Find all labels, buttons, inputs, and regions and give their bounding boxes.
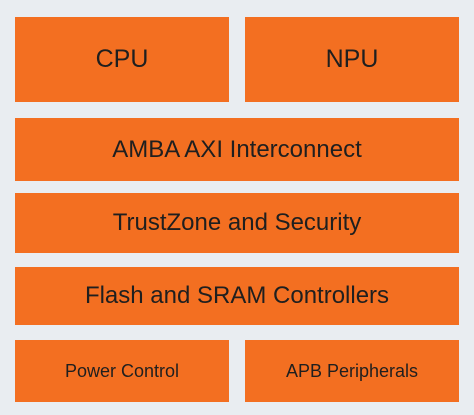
cpu-label: CPU — [95, 45, 149, 73]
security-block: TrustZone and Security — [15, 193, 459, 253]
peripherals-block: APB Peripherals — [245, 340, 459, 402]
security-label: TrustZone and Security — [112, 209, 362, 236]
interconnect-label: AMBA AXI Interconnect — [112, 135, 362, 163]
memory-controller-block: Flash and SRAM Controllers — [15, 267, 459, 325]
npu-block: NPU — [245, 17, 459, 102]
memory-controller-label: Flash and SRAM Controllers — [84, 282, 390, 309]
interconnect-block: AMBA AXI Interconnect — [15, 118, 459, 181]
npu-label: NPU — [325, 45, 379, 73]
power-control-label: Power Control — [64, 360, 180, 381]
cpu-block: CPU — [15, 17, 229, 102]
power-control-block: Power Control — [15, 340, 229, 402]
peripherals-label: APB Peripherals — [285, 360, 419, 381]
